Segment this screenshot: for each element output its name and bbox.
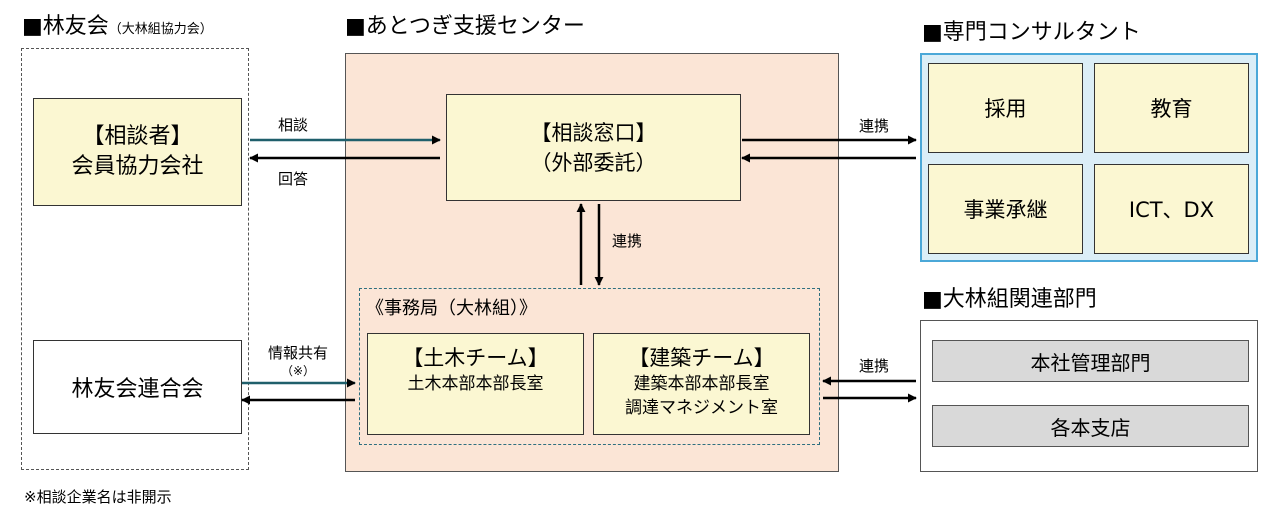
building-team-title: 【建築チーム】 <box>628 346 775 370</box>
info-share-note: （※） <box>280 364 316 378</box>
rinyukai-title: ■林友会（大林組協力会） <box>22 14 213 43</box>
consultant-box-line2: 会員協力会社 <box>71 154 204 179</box>
consultant-item-label: 教育 <box>1150 97 1193 121</box>
federation-box: 林友会連合会 <box>33 340 242 434</box>
center-title: ■あとつぎ支援センター <box>345 14 585 39</box>
departments-title: ■大林組関連部門 <box>922 287 1097 312</box>
consultant-item-education: 教育 <box>1094 63 1249 153</box>
consultant-box-line1: 【相談者】 <box>82 124 193 149</box>
dept-item-label: 本社管理部門 <box>1030 350 1151 375</box>
consultant-item-succession: 事業承継 <box>928 164 1083 254</box>
arrow-label-renkei-secretariat: 連携 <box>612 232 643 250</box>
federation-box-label: 林友会連合会 <box>71 377 204 402</box>
consultation-window-box: 【相談窓口】 （外部委託） <box>446 94 741 201</box>
secretariat-label: 《事務局（大林組）》 <box>366 298 537 319</box>
consultant-item-label: 採用 <box>984 97 1027 121</box>
rinyukai-title-main: ■林友会 <box>22 14 109 39</box>
consultant-member-box: 【相談者】 会員協力会社 <box>33 98 242 206</box>
arrow-label-consult: 相談 <box>278 116 309 134</box>
rinyukai-group <box>21 48 249 470</box>
info-share-text: 情報共有 <box>267 344 328 362</box>
civil-team-dept: 土木本部本部長室 <box>407 374 544 394</box>
building-team-box: 【建築チーム】 建築本部本部長室 調達マネジメント室 <box>593 333 810 435</box>
arrow-label-renkei-consultants: 連携 <box>859 117 890 135</box>
window-box-line2: （外部委託） <box>530 150 657 175</box>
arrow-label-renkei-depts: 連携 <box>859 357 890 375</box>
arrow-label-answer: 回答 <box>278 170 309 188</box>
footnote: ※相談企業名は非開示 <box>24 488 172 506</box>
consultant-item-ict-dx: ICT、DX <box>1094 164 1249 254</box>
consultant-item-recruit: 採用 <box>928 63 1083 153</box>
dept-item-branches: 各本支店 <box>932 405 1249 447</box>
building-team-dept2: 調達マネジメント室 <box>625 398 778 418</box>
dept-item-hq: 本社管理部門 <box>932 340 1249 382</box>
dept-item-label: 各本支店 <box>1050 415 1131 440</box>
rinyukai-title-sub: （大林組協力会） <box>108 22 213 37</box>
building-team-dept1: 建築本部本部長室 <box>633 374 770 394</box>
window-box-line1: 【相談窓口】 <box>530 120 657 145</box>
consultant-item-label: ICT、DX <box>1128 198 1215 222</box>
consultants-title: ■専門コンサルタント <box>922 20 1141 45</box>
arrow-label-info-share: 情報共有 （※） <box>256 344 340 380</box>
secretariat-group <box>359 288 820 445</box>
consultant-item-label: 事業承継 <box>963 198 1048 222</box>
civil-team-box: 【土木チーム】 土木本部本部長室 <box>367 333 584 435</box>
civil-team-title: 【土木チーム】 <box>402 346 549 370</box>
